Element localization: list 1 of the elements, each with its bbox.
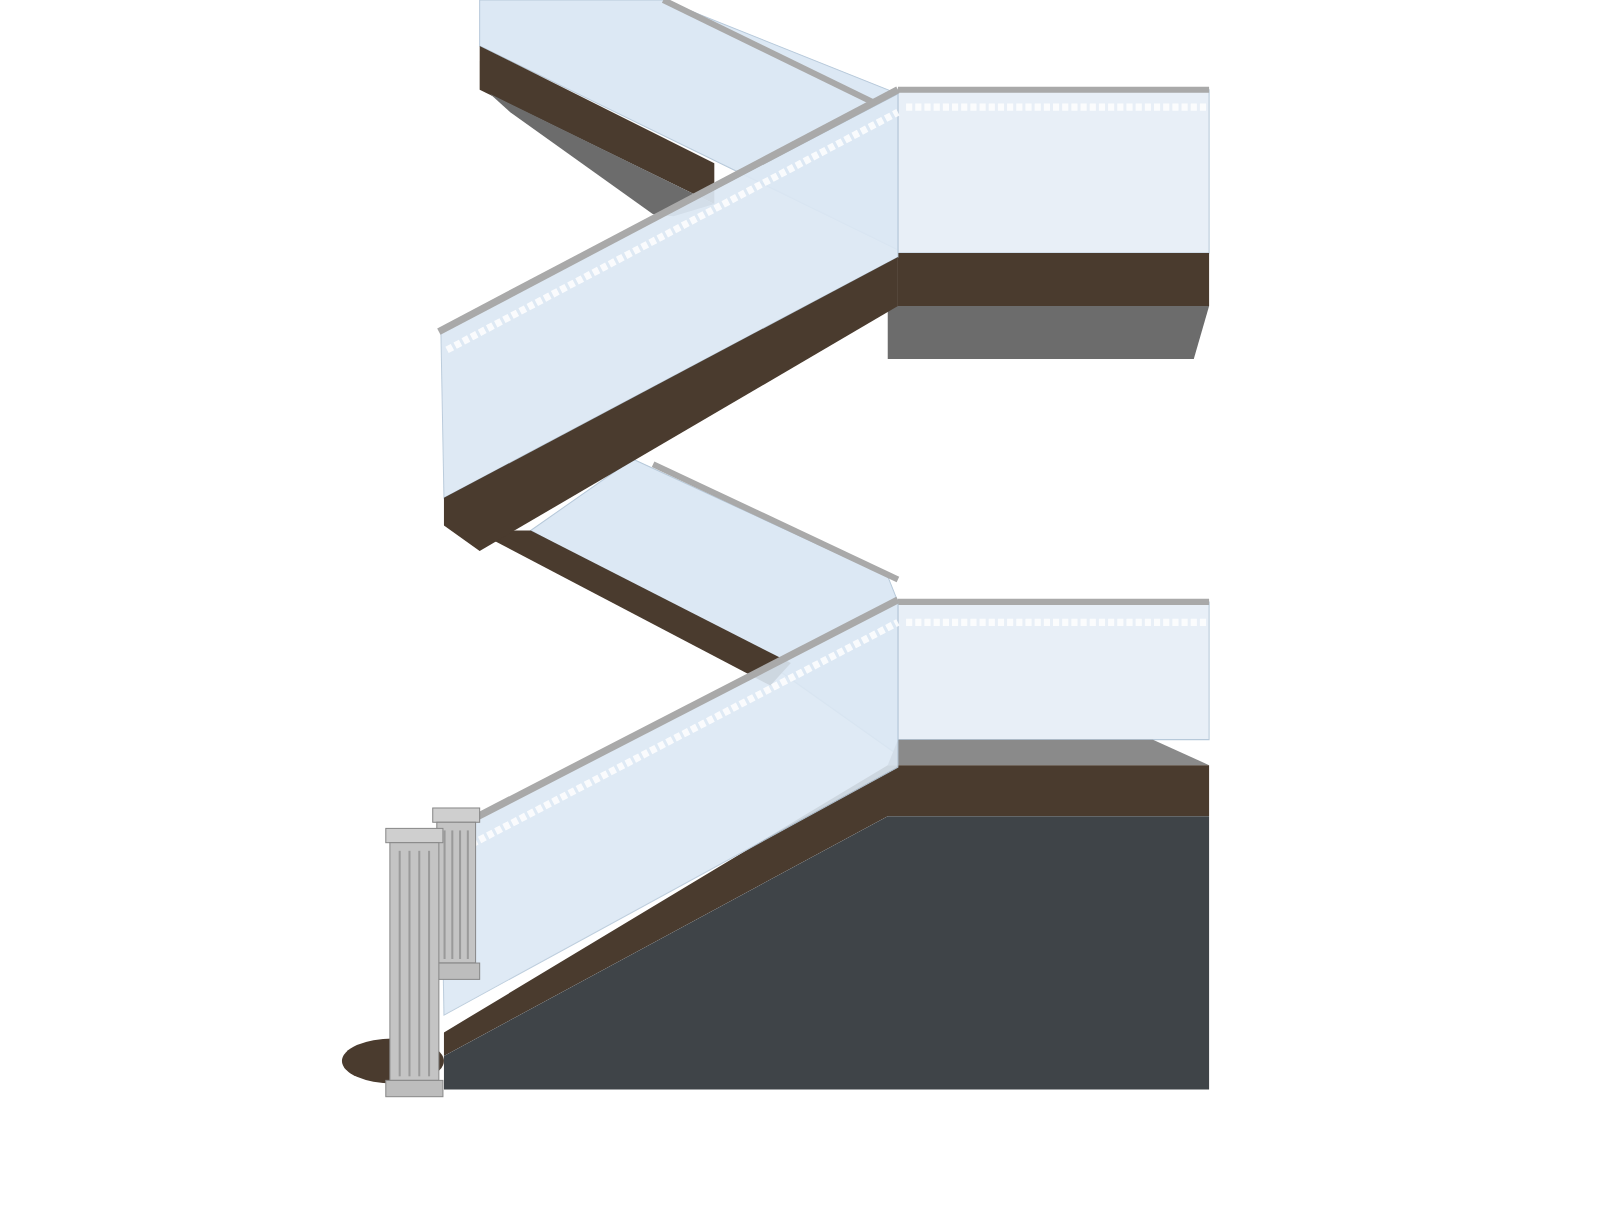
staircase-drawing [341,0,1210,1098]
